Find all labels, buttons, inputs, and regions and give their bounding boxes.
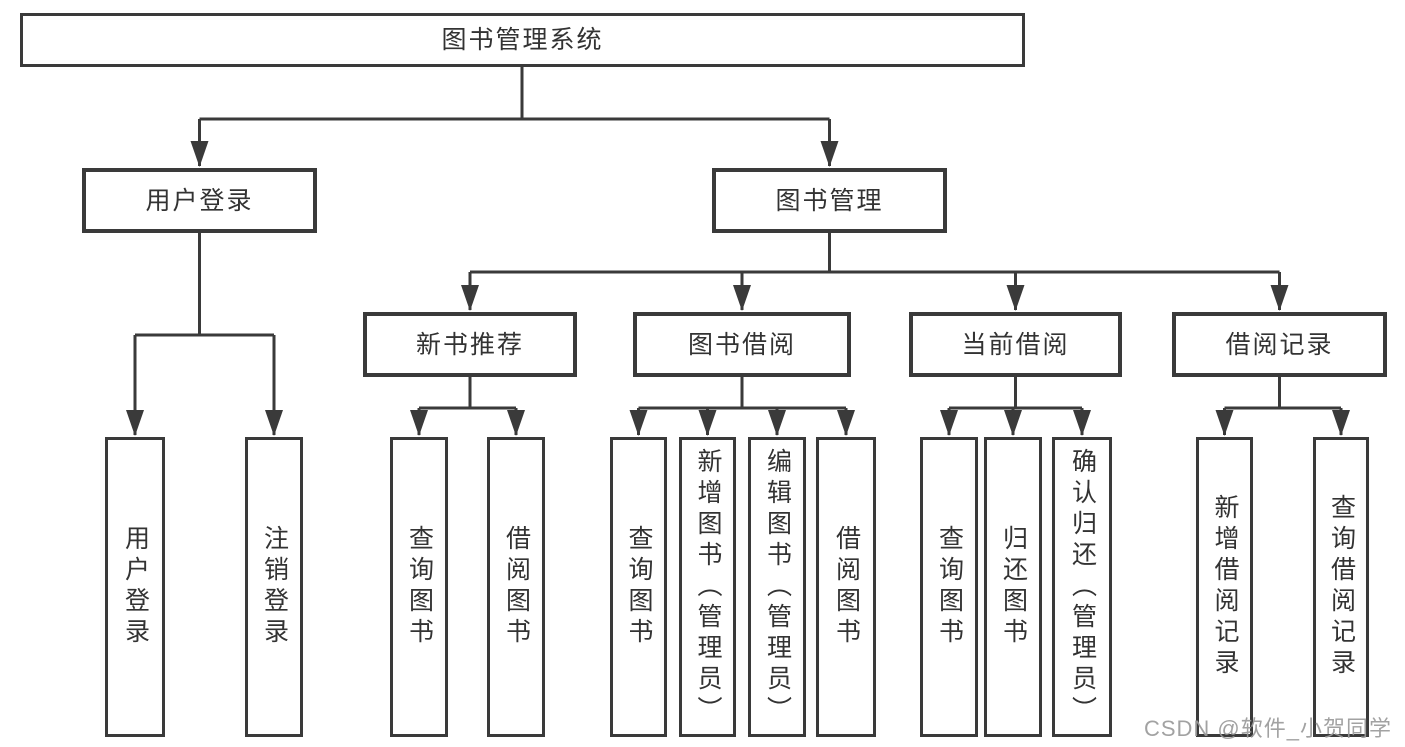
node-book-management: 图书管理 — [712, 168, 947, 233]
node-book-borrowing: 图书借阅 — [633, 312, 851, 377]
leaf-user-login: 用户登录 — [105, 437, 165, 737]
leaf-current-return-books: 归还图书 — [984, 437, 1042, 737]
node-current-borrowing: 当前借阅 — [909, 312, 1122, 377]
node-current-borrowing-label: 当前借阅 — [961, 330, 1070, 359]
leaf-logout-label: 注销登录 — [260, 525, 289, 649]
leaf-records-add-record-label: 新增借阅记录 — [1211, 494, 1239, 680]
leaf-current-confirm-return-admin: 确认归还（管理员） — [1052, 437, 1112, 737]
leaf-borrowing-add-books-admin: 新增图书（管理员） — [679, 437, 736, 737]
node-book-management-label: 图书管理 — [775, 186, 884, 215]
leaf-current-confirm-return-admin-label: 确认归还（管理员） — [1068, 447, 1097, 727]
leaf-user-login-label: 用户登录 — [121, 525, 150, 649]
leaf-borrowing-borrow-books: 借阅图书 — [816, 437, 876, 737]
leaf-current-query-books-label: 查询图书 — [935, 525, 964, 649]
leaf-current-return-books-label: 归还图书 — [999, 525, 1028, 649]
leaf-records-add-record: 新增借阅记录 — [1196, 437, 1253, 737]
node-root: 图书管理系统 — [20, 13, 1025, 67]
leaf-records-query-record: 查询借阅记录 — [1313, 437, 1369, 737]
leaf-recommend-query-books: 查询图书 — [390, 437, 448, 737]
leaf-recommend-borrow-books-label: 借阅图书 — [502, 525, 531, 649]
node-book-borrowing-label: 图书借阅 — [687, 330, 796, 359]
node-new-book-recommend-label: 新书推荐 — [415, 330, 524, 359]
leaf-borrowing-query-books-label: 查询图书 — [625, 525, 653, 649]
node-root-label: 图书管理系统 — [441, 26, 604, 54]
node-user-login: 用户登录 — [82, 168, 317, 233]
leaf-borrowing-edit-books-admin-label: 编辑图书（管理员） — [763, 447, 792, 727]
leaf-recommend-borrow-books: 借阅图书 — [487, 437, 545, 737]
node-borrowing-records-label: 借阅记录 — [1225, 330, 1334, 359]
leaf-borrowing-edit-books-admin: 编辑图书（管理员） — [748, 437, 806, 737]
csdn-watermark: CSDN @软件_小贺同学 — [1143, 716, 1392, 741]
node-new-book-recommend: 新书推荐 — [363, 312, 577, 377]
leaf-borrowing-add-books-admin-label: 新增图书（管理员） — [694, 447, 722, 727]
leaf-records-query-record-label: 查询借阅记录 — [1327, 494, 1356, 680]
node-user-login-label: 用户登录 — [145, 186, 254, 215]
leaf-borrowing-query-books: 查询图书 — [610, 437, 667, 737]
node-borrowing-records: 借阅记录 — [1172, 312, 1387, 377]
leaf-recommend-query-books-label: 查询图书 — [405, 525, 434, 649]
leaf-current-query-books: 查询图书 — [920, 437, 978, 737]
leaf-logout: 注销登录 — [245, 437, 303, 737]
leaf-borrowing-borrow-books-label: 借阅图书 — [832, 525, 861, 649]
